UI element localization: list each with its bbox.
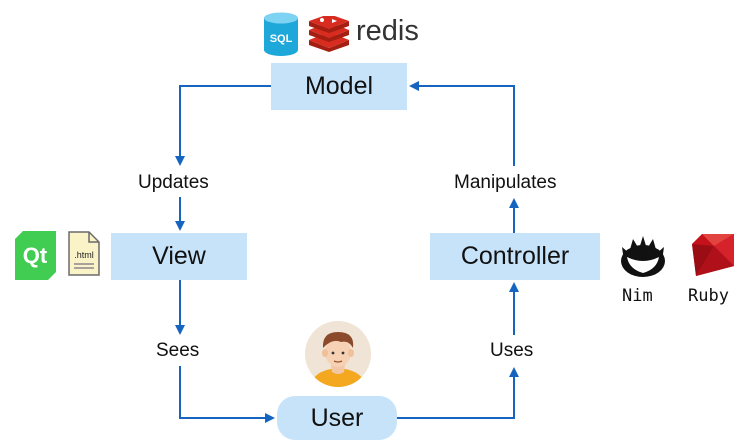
- redis-wordmark: redis: [356, 15, 419, 47]
- updates-label: Updates: [136, 172, 211, 194]
- ruby-label: Ruby: [688, 286, 729, 306]
- user-node: User: [277, 396, 397, 440]
- redis-logo-icon: [309, 16, 349, 52]
- uses-label: Uses: [488, 340, 536, 362]
- arrow-manipulates-to-model: [409, 81, 515, 166]
- manipulates-label: Manipulates: [452, 172, 559, 194]
- nim-label: Nim: [622, 286, 653, 306]
- model-node: Model: [271, 63, 407, 110]
- qt-logo-icon: Qt: [15, 231, 56, 280]
- ruby-gem-icon: [692, 234, 734, 276]
- sql-database-icon: SQL: [264, 12, 298, 56]
- view-node: View: [111, 233, 247, 280]
- controller-node: Controller: [430, 233, 600, 280]
- qt-label: Qt: [23, 243, 48, 268]
- html-label: .html: [74, 250, 94, 260]
- arrow-user-to-uses: [397, 367, 519, 419]
- sees-label: Sees: [154, 340, 202, 362]
- sql-label: SQL: [270, 33, 293, 45]
- nim-crown-icon: [621, 236, 665, 277]
- arrow-sees-to-user: [179, 366, 275, 423]
- arrow-model-to-updates: [175, 85, 271, 166]
- user-avatar-icon: [305, 321, 371, 387]
- html-file-icon: .html: [68, 231, 100, 276]
